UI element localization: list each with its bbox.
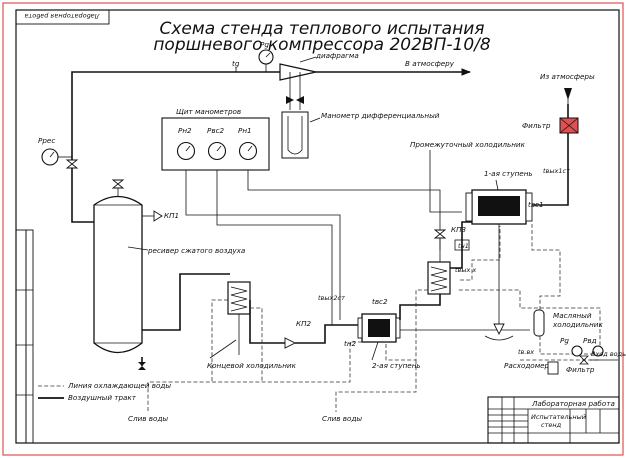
gauge-pvd-2 <box>592 345 604 357</box>
title-line-1: Схема стенда теплового испытания <box>160 19 485 39</box>
intake-nozzle <box>564 88 572 100</box>
water-filter <box>547 361 559 375</box>
label-pn1: Pн1 <box>238 126 252 135</box>
air-line-intercooler-stage2 <box>399 294 441 320</box>
label-diaphragm: диафрагма <box>315 51 359 60</box>
label-oil-cooler-2: холодильник <box>552 320 603 329</box>
legend-air-label: Воздушный тракт <box>68 393 137 402</box>
label-kp1: КП1 <box>164 211 179 220</box>
stamp-doc-title: Лабораторная работа <box>531 399 615 408</box>
vertical-stamp-text: Лабораторная работа <box>25 12 101 20</box>
label-stage2: 2-ая ступень <box>372 361 421 370</box>
valve-kp3 <box>433 229 447 239</box>
stamp-doc-name-2: стенд <box>541 421 562 429</box>
air-line-receiver-cooler <box>142 273 230 331</box>
receiver-tank <box>93 179 146 370</box>
label-t-vh: tв.вх <box>518 348 534 356</box>
label-t-out2: tвых2ст <box>318 294 345 302</box>
gauge-prec <box>41 148 72 166</box>
diaphragm-symbol <box>279 63 317 81</box>
title-block <box>487 396 620 444</box>
label-water-in: Вход воды <box>591 350 626 358</box>
top-stamp-box <box>15 9 110 25</box>
label-drain-1: Слив воды <box>128 414 168 423</box>
label-flowmeter: Расходомер <box>504 361 550 370</box>
impulse-lines <box>185 170 441 325</box>
legend-water-label: Линия охлаждающей воды <box>67 381 171 390</box>
label-pvs2: Pвс2 <box>207 126 225 135</box>
diff-manometer <box>281 72 309 159</box>
gauge-pvd-1 <box>571 345 583 357</box>
label-kp3: КП3 <box>451 225 467 234</box>
legend: Линия охлаждающей воды Воздушный тракт <box>38 381 171 402</box>
valve-kp1 <box>153 210 163 222</box>
valve-kp2 <box>284 337 297 349</box>
label-tvs2: tвс2 <box>372 297 388 306</box>
label-t-out1: tвых1ст <box>543 167 570 175</box>
label-atmosphere-in: Из атмосферы <box>540 72 595 81</box>
label-stage1: 1-ая ступень <box>484 169 533 178</box>
label-receiver: ресивер сжатого воздуха <box>147 246 245 255</box>
inner-frame <box>15 9 620 444</box>
label-intercooler: Промежуточный холодильник <box>410 140 526 149</box>
stamp-doc-name-1: Испытательный <box>531 413 586 421</box>
title-line-2: поршневого компрессора 202ВП-10/8 <box>153 35 491 55</box>
label-tn1: tн1 <box>458 242 469 250</box>
label-end-cooler: Концевой холодильник <box>207 361 297 370</box>
air-line-intake <box>532 133 569 206</box>
label-pn2: Pн2 <box>178 126 192 135</box>
oil-cooler <box>533 309 545 337</box>
left-stamp-strip <box>15 229 34 444</box>
valve-receiver-line <box>65 159 79 169</box>
label-t-out-x: tвых х <box>455 266 476 274</box>
air-line-top <box>71 68 471 205</box>
label-atmosphere-out: В атмосферу <box>405 59 455 68</box>
stage-2-cylinder <box>357 313 401 343</box>
label-diff-manometer: Манометр дифференциальный <box>321 111 440 120</box>
label-pg: Pg <box>260 40 269 49</box>
drive-shaft <box>400 224 530 341</box>
label-manometer-panel: Щит манометров <box>176 107 241 116</box>
gauge-pg <box>258 49 274 72</box>
label-kp2: КП2 <box>296 319 312 328</box>
stage-1-cylinder <box>465 189 533 225</box>
label-oil-cooler-1: Масляный <box>553 311 592 320</box>
label-prec: Pрес <box>38 136 55 145</box>
label-drain-2: Слив воды <box>322 414 362 423</box>
manometer-panel <box>161 117 270 171</box>
label-filter-top: Фильтр <box>522 121 551 130</box>
label-pvd-gauge: Pg <box>560 336 569 345</box>
label-pvd: Pвд <box>583 336 597 345</box>
label-filter-bottom: Фильтр <box>566 365 595 374</box>
label-tg: tg <box>232 59 240 68</box>
